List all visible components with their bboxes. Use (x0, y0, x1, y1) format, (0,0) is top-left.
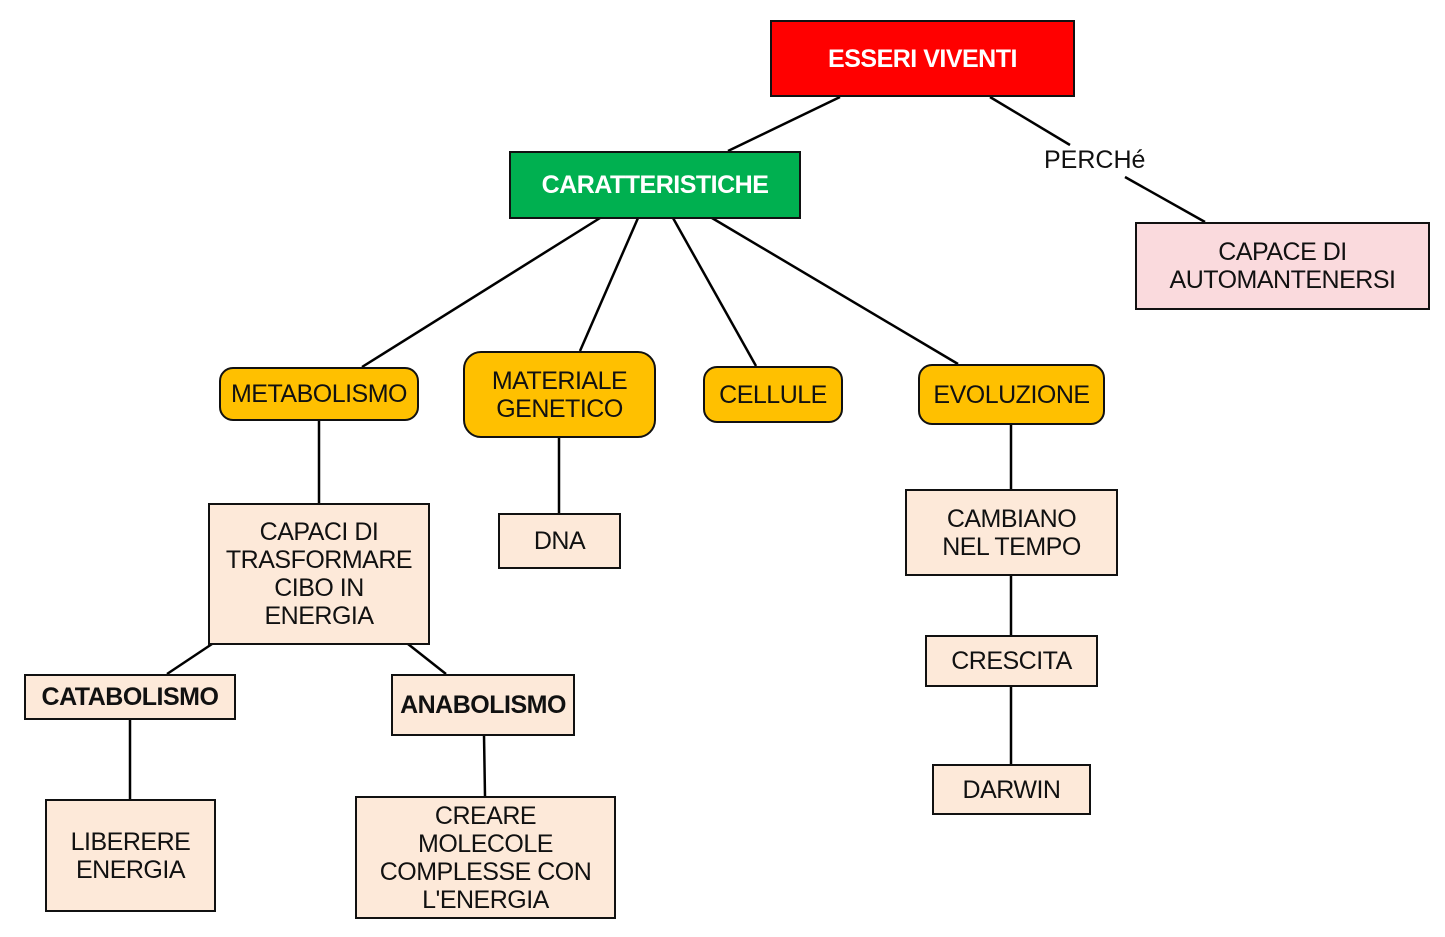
edge-perche-capace (1124, 175, 1206, 224)
edge-anabolismo-creare (482, 734, 487, 797)
node-capace-di-automantenersi: CAPACE DI AUTOMANTENERSI (1135, 222, 1430, 310)
node-cellule: CELLULE (703, 366, 843, 423)
node-anabolismo: ANABOLISMO (391, 674, 575, 736)
node-liberere-energia: LIBERERE ENERGIA (45, 799, 216, 912)
edge-capaci-catabolismo (166, 642, 213, 676)
node-esseri-viventi: ESSERI VIVENTI (770, 20, 1075, 97)
edge-root-perche (989, 95, 1071, 147)
node-catabolismo: CATABOLISMO (24, 674, 236, 720)
node-dna: DNA (498, 513, 621, 569)
edge-caratteristiche-evoluzione (711, 216, 959, 366)
edge-label-perche: PERCHé (1040, 146, 1150, 174)
node-evoluzione: EVOLUZIONE (918, 364, 1105, 425)
node-caratteristiche: CARATTERISTICHE (509, 151, 801, 219)
node-darwin: DARWIN (932, 764, 1091, 815)
edge-capaci-anabolismo (407, 643, 447, 675)
node-materiale-genetico: MATERIALE GENETICO (463, 351, 656, 438)
node-crescita: CRESCITA (925, 635, 1098, 687)
node-creare-molecole: CREARE MOLECOLE COMPLESSE CON L'ENERGIA (355, 796, 616, 919)
edge-caratteristiche-materiale (578, 217, 640, 352)
node-capaci-di-trasformare: CAPACI DI TRASFORMARE CIBO IN ENERGIA (208, 503, 430, 645)
edge-caratteristiche-cellule (671, 217, 758, 367)
node-metabolismo: METABOLISMO (219, 367, 419, 421)
edge-root-caratteristiche (727, 95, 841, 153)
node-cambiano-nel-tempo: CAMBIANO NEL TEMPO (905, 489, 1118, 576)
edge-caratteristiche-metabolismo (361, 216, 601, 369)
